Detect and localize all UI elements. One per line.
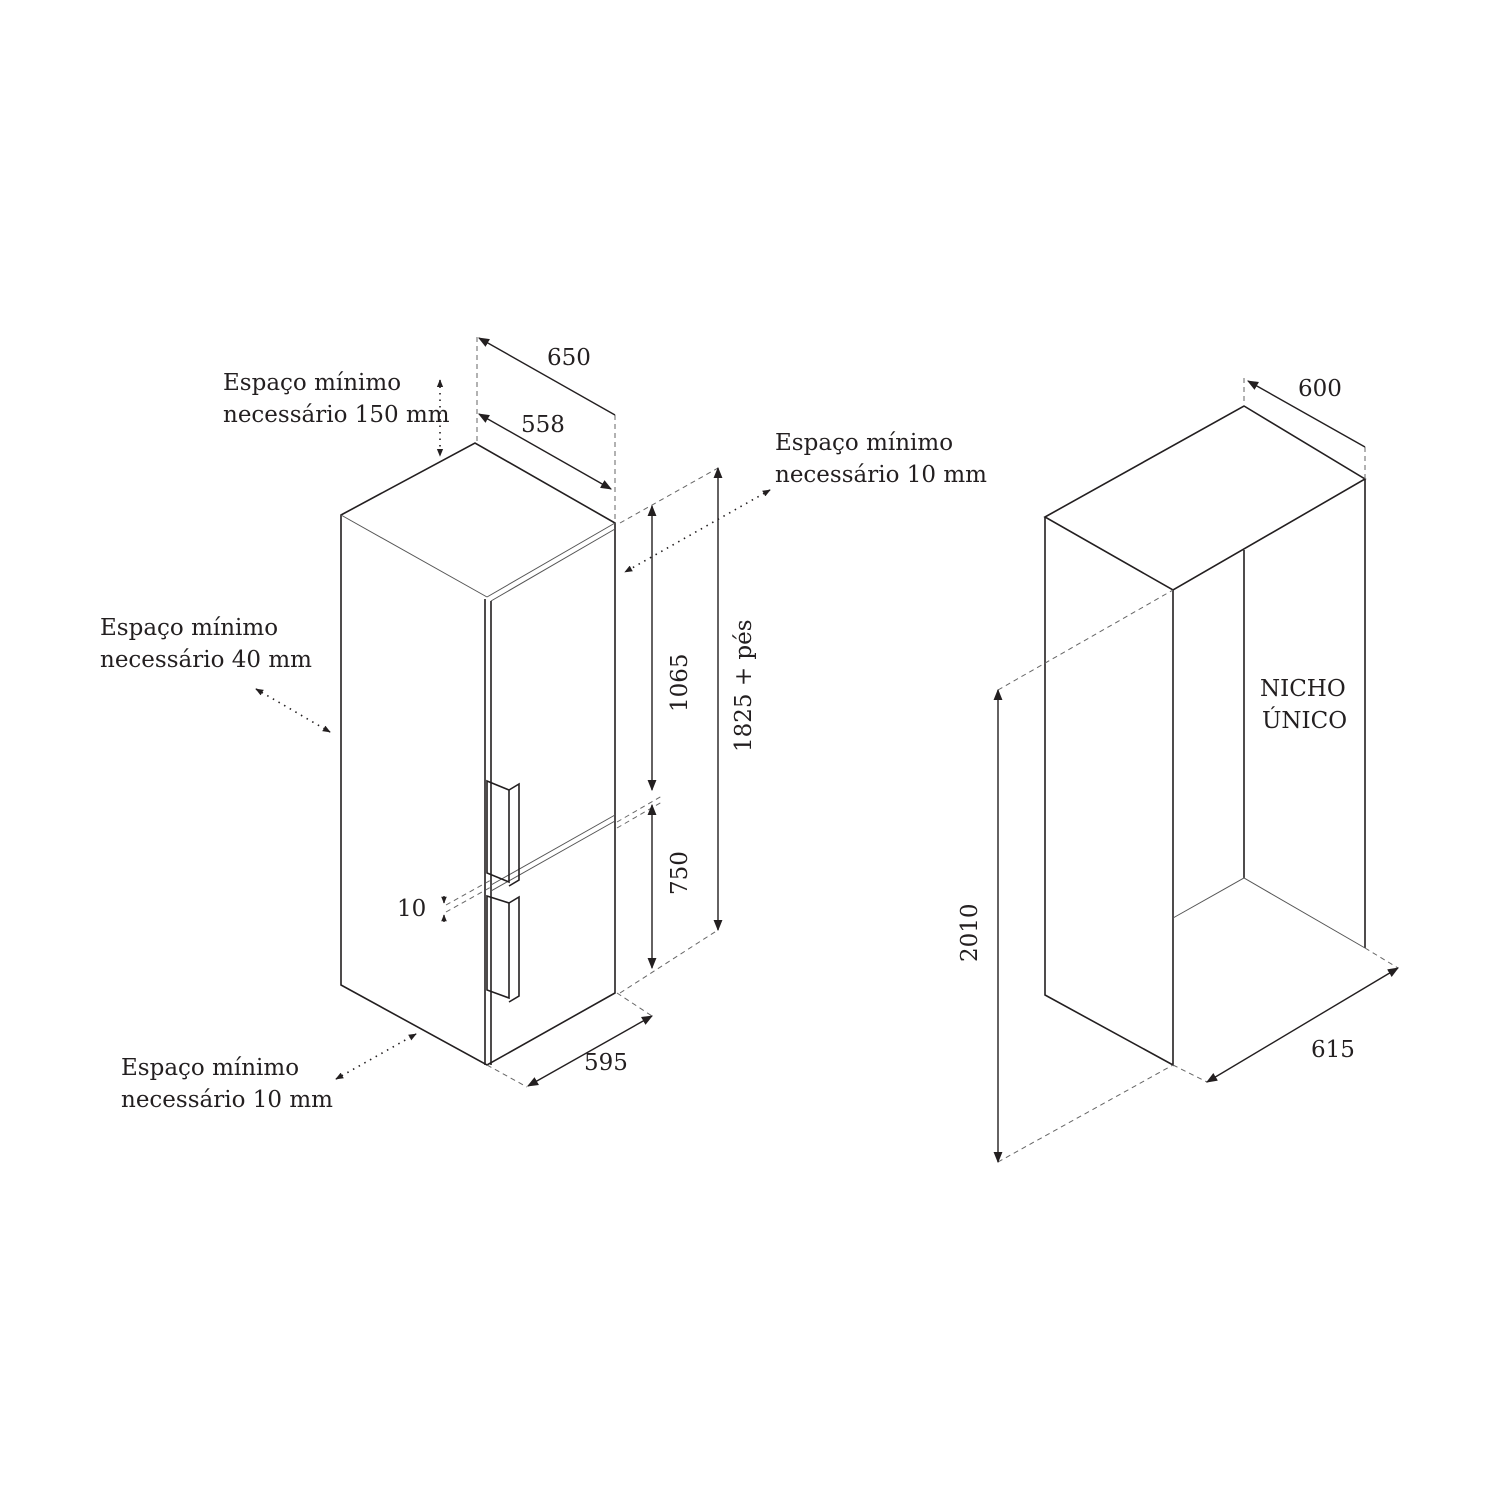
clearance-left-line2: necessário 40 mm	[100, 647, 312, 673]
width-label: 595	[584, 1050, 628, 1076]
niche-width-label: 615	[1311, 1037, 1355, 1063]
niche-height-label: 2010	[957, 903, 983, 962]
clearance-top-line1: Espaço mínimo	[223, 370, 401, 396]
clearance-right-line1: Espaço mínimo	[775, 430, 953, 456]
lower-height-label: 750	[667, 851, 693, 895]
niche-drawing: 600 615 2010 NICHO ÚNICO	[957, 376, 1399, 1164]
niche-label-line2: ÚNICO	[1262, 707, 1347, 734]
lower-door-handle	[486, 894, 520, 1003]
depth-body-label: 558	[521, 412, 565, 438]
upper-door-handle	[486, 779, 520, 887]
niche-depth-label: 600	[1298, 376, 1342, 402]
clearance-left-line1: Espaço mínimo	[100, 615, 278, 641]
upper-height-label: 1065	[667, 653, 693, 712]
depth-total-label: 650	[547, 345, 591, 371]
clearance-right-line2: necessário 10 mm	[775, 462, 987, 488]
door-gap-label: 10	[397, 896, 426, 922]
fridge-drawing: 650 558 1065 750 1825 + pés 10 595 Espaç…	[100, 337, 987, 1113]
clearance-bottom-line2: necessário 10 mm	[121, 1087, 333, 1113]
niche-label-line1: NICHO	[1260, 676, 1346, 702]
clearance-top-line2: necessário 150 mm	[223, 402, 450, 428]
clearance-bottom-line1: Espaço mínimo	[121, 1055, 299, 1081]
total-height-label: 1825 + pés	[731, 619, 757, 752]
